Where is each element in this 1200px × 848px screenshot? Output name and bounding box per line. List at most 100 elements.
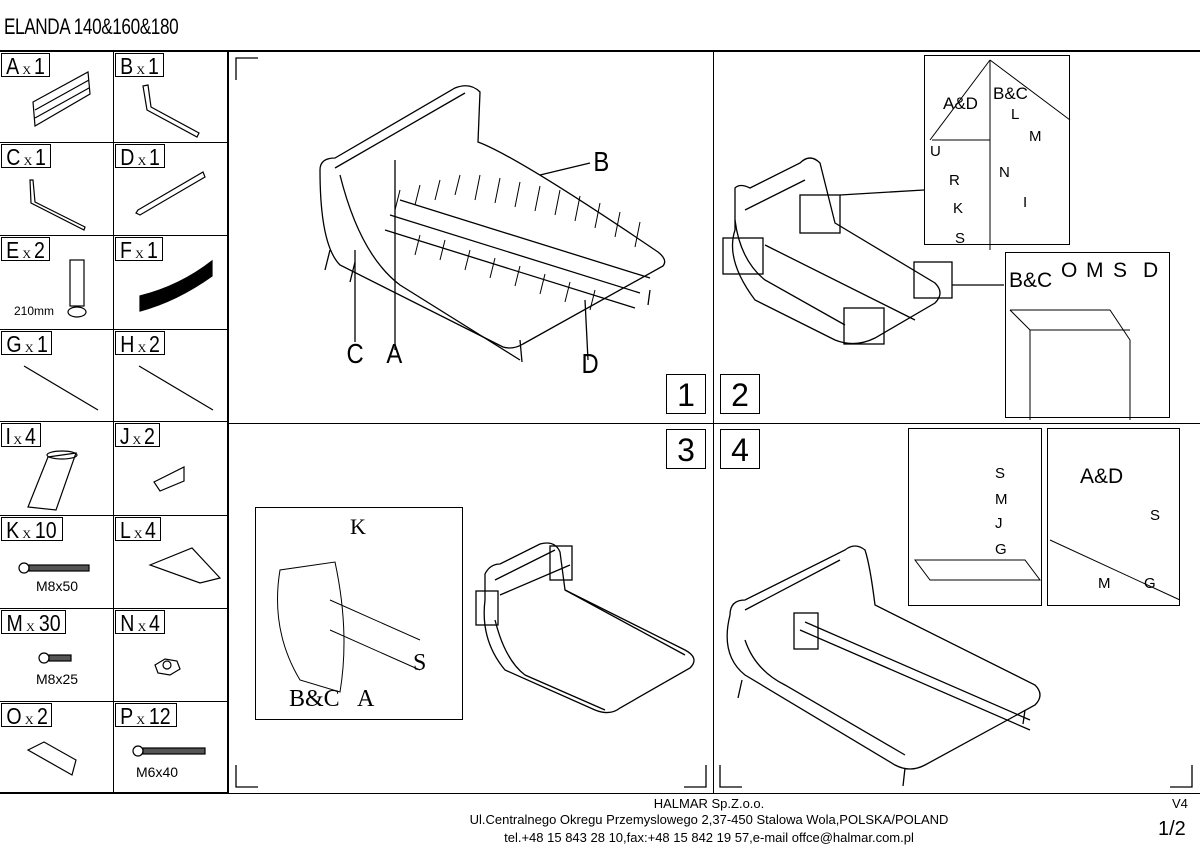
part-quantity: 1 [33, 53, 45, 79]
inset-label: G [1144, 575, 1156, 592]
step-number-4: 4 [720, 429, 760, 469]
times-sign: X [133, 527, 143, 541]
bed-drawing-step3 [475, 542, 695, 714]
part-n-icon [154, 658, 181, 676]
inset-label: L [1011, 106, 1020, 123]
inset-label: M [995, 491, 1008, 508]
inset-label: A&D [1080, 465, 1124, 488]
part-letter: A [6, 53, 20, 79]
part-letter: L [119, 517, 131, 543]
inset-label: S [1150, 507, 1161, 524]
part-letter: I [5, 423, 11, 449]
page-number: 1/2 [1158, 818, 1186, 840]
inset-label: J [995, 515, 1003, 532]
label-c: C [346, 338, 364, 369]
part-letter: O [6, 703, 22, 729]
inset-label: B&C [289, 686, 340, 712]
part-c-icon [29, 179, 86, 231]
part-letter: M [6, 610, 23, 636]
inset-bracket-detail: S M J G [908, 428, 1042, 606]
part-letter: B [120, 53, 134, 79]
inset-label: S [1113, 259, 1128, 282]
step-number-3: 3 [666, 429, 706, 469]
footer-address: Ul.Centralnego Okregu Przemyslowego 2,37… [469, 812, 949, 827]
inset-label: A [357, 686, 375, 712]
part-letter: N [120, 610, 135, 636]
bed-drawing-step4 [726, 545, 1041, 787]
inset-center-rail-detail: A&D S M G [1047, 428, 1180, 606]
part-a-icon [32, 71, 91, 127]
divider [228, 423, 1200, 424]
part-quantity: 2 [144, 423, 156, 449]
part-letter: K [6, 517, 20, 543]
label-b: B [593, 146, 610, 177]
part-letter: J [119, 423, 130, 449]
footer-company: HALMAR Sp.Z.o.o. [653, 796, 765, 811]
bed-drawing-step2 [722, 157, 1004, 345]
inset-label: N [999, 164, 1010, 181]
times-sign: X [136, 63, 146, 77]
part-p-icon [132, 745, 206, 757]
part-quantity: 30 [38, 610, 61, 636]
part-i-icon [27, 450, 78, 511]
part-quantity: 1 [149, 144, 161, 170]
inset-label: D [1143, 259, 1159, 282]
inset-label: K [350, 514, 366, 539]
part-letter: C [6, 144, 21, 170]
part-spec: M8x50 [36, 578, 79, 594]
part-spec: M6x40 [136, 764, 179, 780]
label-d: D [581, 348, 599, 379]
step-number-2: 2 [720, 374, 760, 414]
times-sign: X [137, 620, 147, 634]
times-sign: X [22, 247, 32, 261]
part-letter: D [120, 144, 135, 170]
part-spec: M8x25 [36, 671, 79, 687]
times-sign: X [24, 713, 34, 727]
times-sign: X [26, 620, 35, 634]
inset-label: B&C [993, 84, 1028, 103]
footer-contact: tel.+48 15 843 28 10,fax:+48 15 842 19 5… [504, 830, 914, 845]
inset-rail-detail: K S B&C A [255, 507, 463, 720]
inset-label: M [1086, 259, 1104, 282]
part-quantity: 1 [36, 331, 48, 357]
inset-corner-detail: A&D B&C L M U R N K I S [924, 55, 1070, 247]
part-quantity: 2 [36, 703, 48, 729]
inset-label: S [413, 650, 427, 676]
part-letter: H [120, 331, 135, 357]
part-b-icon [142, 84, 200, 138]
inset-leg-detail: B&C O M S D [1005, 252, 1170, 418]
inset-label: B&C [1009, 269, 1053, 292]
part-f-icon [139, 259, 213, 312]
part-h-icon [138, 365, 214, 411]
part-quantity: 1 [147, 53, 159, 79]
part-m-icon [38, 652, 72, 664]
version: V4 [1172, 796, 1188, 811]
part-letter: E [6, 237, 20, 263]
times-sign: X [135, 247, 144, 261]
bed-drawing-step1 [319, 85, 666, 363]
times-sign: X [13, 433, 23, 447]
part-k-icon [18, 562, 90, 574]
part-quantity: 1 [146, 237, 158, 263]
part-letter: F [120, 237, 133, 263]
inset-label: U [930, 143, 941, 160]
inset-label: S [995, 465, 1006, 482]
